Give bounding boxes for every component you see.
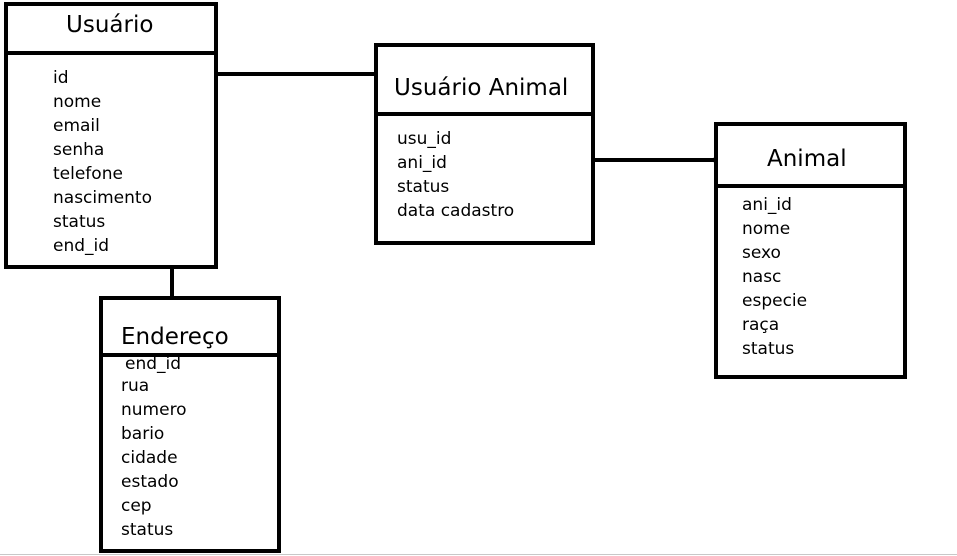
field: senha <box>53 140 105 160</box>
entity-endereco-title: Endereço <box>121 324 229 350</box>
field: status <box>397 177 450 197</box>
field: end_id <box>53 236 110 256</box>
field: id <box>53 68 69 88</box>
field: numero <box>121 400 187 420</box>
field: end_id <box>125 354 182 374</box>
field: cep <box>121 496 152 516</box>
entity-animal-fields: ani_id nome sexo nasc especie raça statu… <box>742 193 807 361</box>
field: rua <box>121 376 150 396</box>
field: cidade <box>121 448 178 468</box>
entity-usuario-animal-title: Usuário Animal <box>394 75 569 101</box>
field: status <box>742 339 795 359</box>
field: raça <box>742 315 780 335</box>
entity-animal-header: Animal <box>718 126 903 188</box>
entity-endereco-fields: end_id rua numero bario cidade estado ce… <box>121 355 187 542</box>
field: ani_id <box>742 195 792 215</box>
field: usu_id <box>397 129 452 149</box>
entity-endereco-header: Endereço <box>103 300 277 357</box>
field: especie <box>742 291 808 311</box>
entity-usuario-animal-header: Usuário Animal <box>378 47 591 116</box>
field: status <box>121 520 174 540</box>
entity-usuario-header: Usuário <box>8 6 214 55</box>
field: data cadastro <box>397 201 515 221</box>
entity-usuario-animal-fields: usu_id ani_id status data cadastro <box>397 127 514 223</box>
entity-animal-title: Animal <box>767 146 847 172</box>
entity-usuario-fields: id nome email senha telefone nascimento … <box>53 66 152 258</box>
field: status <box>53 212 106 232</box>
field: telefone <box>53 164 123 184</box>
field: nome <box>53 92 102 112</box>
field: sexo <box>742 243 781 263</box>
entity-usuario-title: Usuário <box>66 12 154 38</box>
entity-usuario: Usuário id nome email senha telefone nas… <box>4 2 218 269</box>
field: email <box>53 116 100 136</box>
field: nome <box>742 219 791 239</box>
field: bario <box>121 424 165 444</box>
entity-usuario-animal: Usuário Animal usu_id ani_id status data… <box>374 43 595 245</box>
entity-animal: Animal ani_id nome sexo nasc especie raç… <box>714 122 907 379</box>
field: ani_id <box>397 153 447 173</box>
entity-endereco: Endereço end_id rua numero bario cidade … <box>99 296 281 553</box>
field: estado <box>121 472 179 492</box>
field: nascimento <box>53 188 152 208</box>
field: nasc <box>742 267 782 287</box>
